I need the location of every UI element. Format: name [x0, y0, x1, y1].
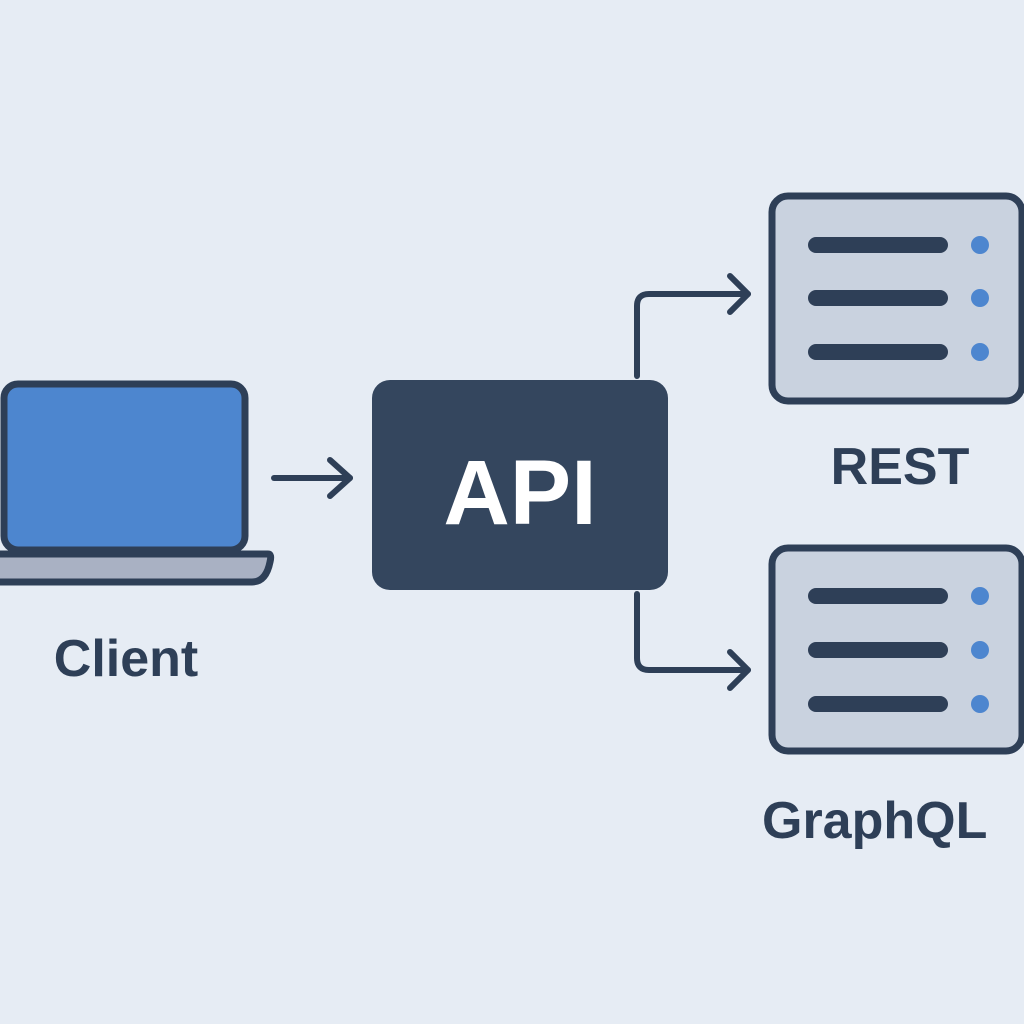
api-box [372, 380, 668, 590]
server-dot [971, 641, 989, 659]
server-dot [971, 289, 989, 307]
client-label: Client [54, 630, 198, 688]
server-icon [768, 544, 1024, 755]
laptop-base [0, 550, 275, 586]
graphql-label: GraphQL [762, 792, 987, 850]
laptop-screen [0, 380, 249, 554]
server-dot [971, 695, 989, 713]
server-dot [971, 343, 989, 361]
api-label: API [443, 442, 596, 544]
laptop-icon [0, 380, 275, 586]
arrow-api-to-graphql [634, 591, 751, 691]
arrow-client-to-api [271, 457, 353, 499]
server-dot [971, 587, 989, 605]
server-dot [971, 236, 989, 254]
api-node: API [372, 380, 668, 590]
rest-label: REST [831, 438, 970, 496]
arrow-api-to-rest [634, 273, 751, 379]
server-icon [768, 192, 1024, 405]
